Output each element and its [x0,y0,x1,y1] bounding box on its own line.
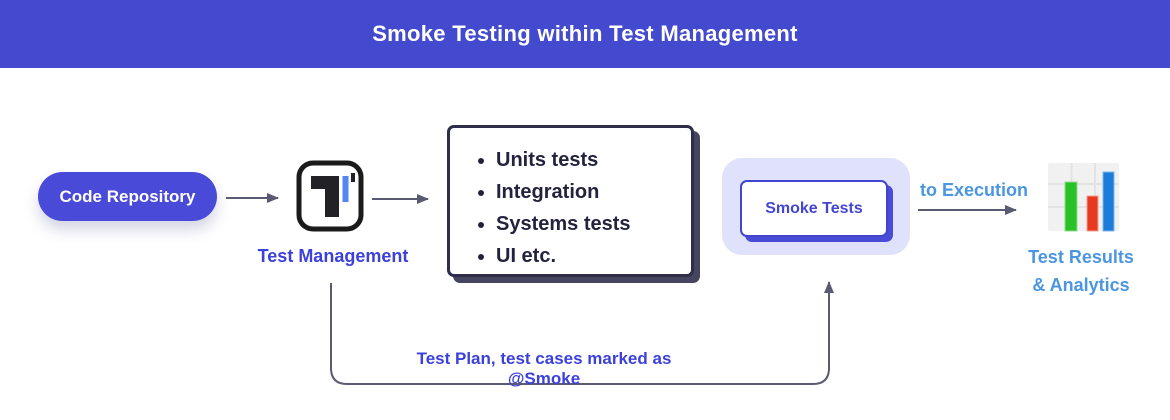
test-management-label: Test Management [257,246,409,266]
test-types-list: Units tests Integration Systems tests UI… [450,128,691,272]
bar-chart-icon [1048,161,1119,234]
testomat-logo-icon [296,160,364,232]
smoke-tests-node: Smoke Tests [740,180,888,237]
test-results-line1: Test Results [1028,247,1134,267]
list-item: Units tests [496,144,683,176]
page-title: Smoke Testing within Test Management [372,21,798,46]
smoke-tests-label: Smoke Tests [765,199,863,217]
test-types-box: Units tests Integration Systems tests UI… [447,125,694,277]
test-results-label: Test Results & Analytics [1005,243,1157,299]
code-repository-node: Code Repository [38,172,217,221]
list-item: UI etc. [496,240,683,272]
list-item: Integration [496,176,683,208]
header-banner: Smoke Testing within Test Management [0,0,1170,68]
test-plan-connector-label: Test Plan, test cases marked as @Smoke [416,349,672,388]
to-execution-label: to Execution [919,180,1028,200]
test-results-line2: & Analytics [1032,275,1130,295]
code-repository-label: Code Repository [59,186,196,206]
list-item: Systems tests [496,208,683,240]
